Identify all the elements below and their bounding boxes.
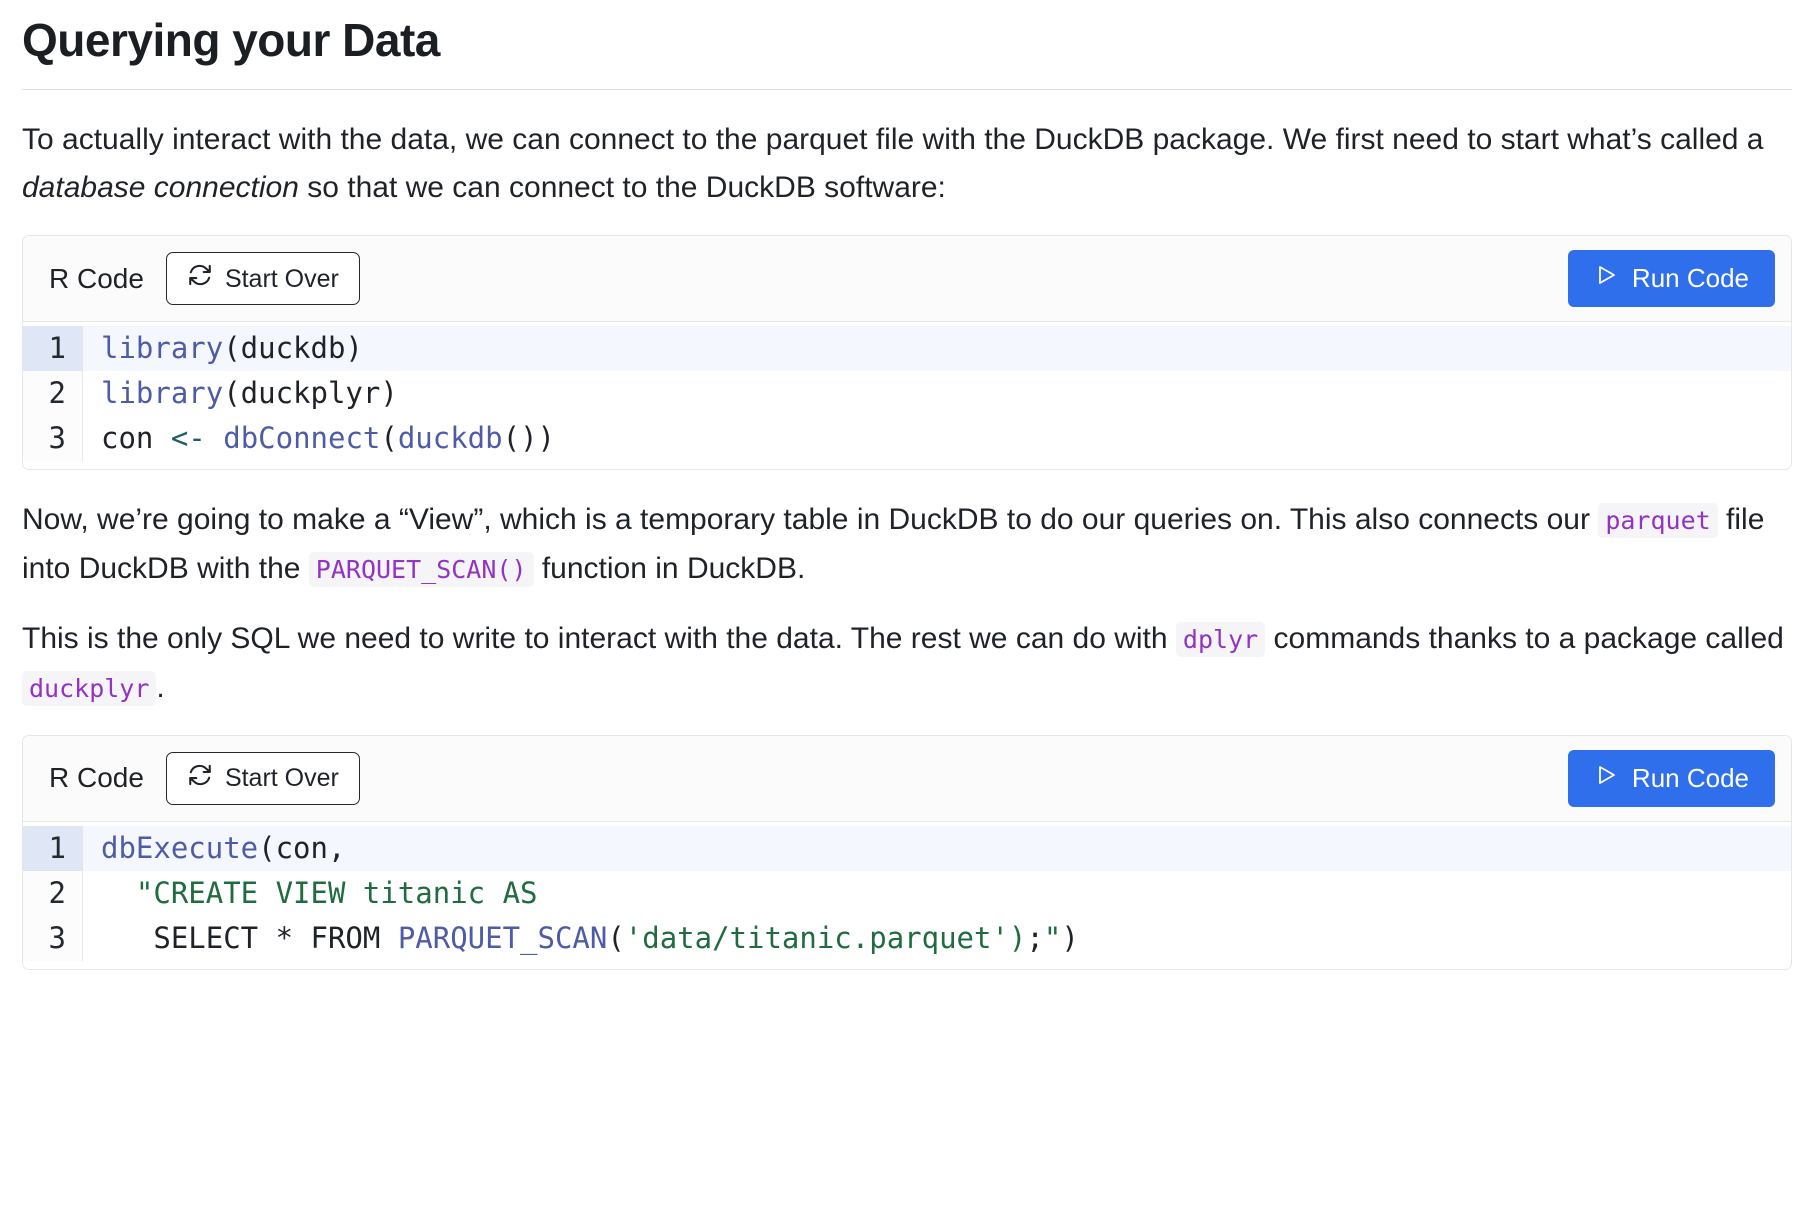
paragraph-sql: This is the only SQL we need to write to… (22, 615, 1792, 712)
refresh-icon (187, 262, 213, 295)
paragraph-view: Now, we’re going to make a “View”, which… (22, 496, 1792, 593)
start-over-button-1[interactable]: Start Over (165, 252, 360, 306)
start-over-label-2: Start Over (224, 764, 339, 793)
paragraph-view-text-3: function in DuckDB. (533, 551, 806, 585)
run-code-label-2: Run Code (1631, 762, 1749, 793)
code-line-content[interactable]: library(duckdb) (83, 326, 1791, 372)
code-cell-2-toolbar: R Code Start Over (23, 735, 1791, 822)
line-number: 3 (23, 915, 83, 961)
code-token-plain: (duckplyr) (223, 376, 398, 411)
code-cell-2: R Code Start Over (22, 734, 1792, 970)
code-token-plain: (duckdb) (223, 331, 363, 366)
code-token-plain: (con, (258, 830, 346, 865)
paragraph-sql-text-1: This is the only SQL we need to write to… (22, 622, 1176, 656)
code-token-fn: dbExecute (101, 830, 259, 865)
code-token-plain: ( (607, 920, 625, 955)
code-token-plain: ) (1061, 920, 1079, 955)
inline-code-duckplyr: duckplyr (22, 671, 157, 707)
code-token-plain: SELECT * FROM (101, 920, 398, 955)
code-line-content[interactable]: dbExecute(con, (83, 825, 1791, 871)
page-title: Querying your Data (22, 14, 440, 66)
paragraph-intro-text-1: To actually interact with the data, we c… (22, 122, 1764, 156)
line-number: 3 (23, 416, 83, 462)
code-token-fn: PARQUET_SCAN (397, 920, 608, 955)
code-cell-1-language-label: R Code (49, 262, 144, 294)
inline-code-parquet-scan: PARQUET_SCAN() (308, 551, 534, 587)
code-token-op: <- (170, 421, 206, 456)
start-over-label-1: Start Over (224, 264, 339, 293)
paragraph-intro-text-2: so that we can connect to the DuckDB sof… (298, 171, 946, 205)
play-triangle-icon (1594, 263, 1618, 294)
inline-code-parquet: parquet (1598, 503, 1718, 539)
document-page: Querying your Data To actually interact … (0, 14, 1814, 970)
code-line-content[interactable]: "CREATE VIEW titanic AS (83, 871, 1791, 916)
code-token-str: " (1043, 920, 1062, 955)
run-code-label-1: Run Code (1631, 263, 1749, 294)
code-token-fn: duckdb (397, 421, 503, 456)
play-triangle-icon (1594, 763, 1618, 794)
paragraph-intro: To actually interact with the data, we c… (22, 116, 1792, 213)
line-number: 2 (23, 870, 83, 916)
paragraph-view-text-2: file into DuckDB with the (22, 503, 1765, 585)
code-token-plain (206, 421, 223, 455)
code-line-content[interactable]: con <- dbConnect(duckdb()) (83, 416, 1791, 461)
line-number: 2 (23, 371, 83, 417)
code-token-fn: library (101, 331, 224, 366)
paragraph-sql-text-2: commands thanks to a package called (1265, 622, 1784, 656)
code-token-fn: dbConnect (223, 421, 381, 456)
refresh-icon (187, 762, 213, 795)
code-token-fn: library (101, 376, 224, 411)
title-divider (22, 88, 1792, 90)
run-code-button-2[interactable]: Run Code (1567, 749, 1775, 807)
start-over-button-2[interactable]: Start Over (165, 751, 360, 805)
code-line-content[interactable]: SELECT * FROM PARQUET_SCAN('data/titanic… (83, 916, 1791, 961)
code-token-plain: ( (380, 421, 398, 456)
code-cell-2-language-label: R Code (49, 762, 144, 794)
code-token-plain: con (101, 421, 171, 456)
code-token-str: 'data/titanic.parquet') (624, 920, 1027, 955)
line-number: 1 (23, 825, 83, 871)
paragraph-intro-emphasis: database connection (22, 171, 299, 205)
run-code-button-1[interactable]: Run Code (1567, 250, 1775, 308)
code-token-str: "CREATE VIEW titanic AS (101, 875, 538, 910)
code-token-plain: ()) (502, 421, 555, 456)
code-line[interactable]: 2 "CREATE VIEW titanic AS (23, 870, 1791, 916)
code-cell-1-toolbar: R Code Start Over (23, 236, 1791, 323)
paragraph-sql-text-3: . (156, 671, 165, 705)
code-line[interactable]: 3 SELECT * FROM PARQUET_SCAN('data/titan… (23, 915, 1791, 961)
line-number: 1 (23, 326, 83, 372)
code-line-content[interactable]: library(duckplyr) (83, 371, 1791, 416)
code-cell-1: R Code Start Over (22, 235, 1792, 471)
inline-code-dplyr: dplyr (1175, 622, 1266, 658)
code-token-plain: ; (1026, 920, 1044, 955)
paragraph-view-text-1: Now, we’re going to make a “View”, which… (22, 503, 1599, 537)
